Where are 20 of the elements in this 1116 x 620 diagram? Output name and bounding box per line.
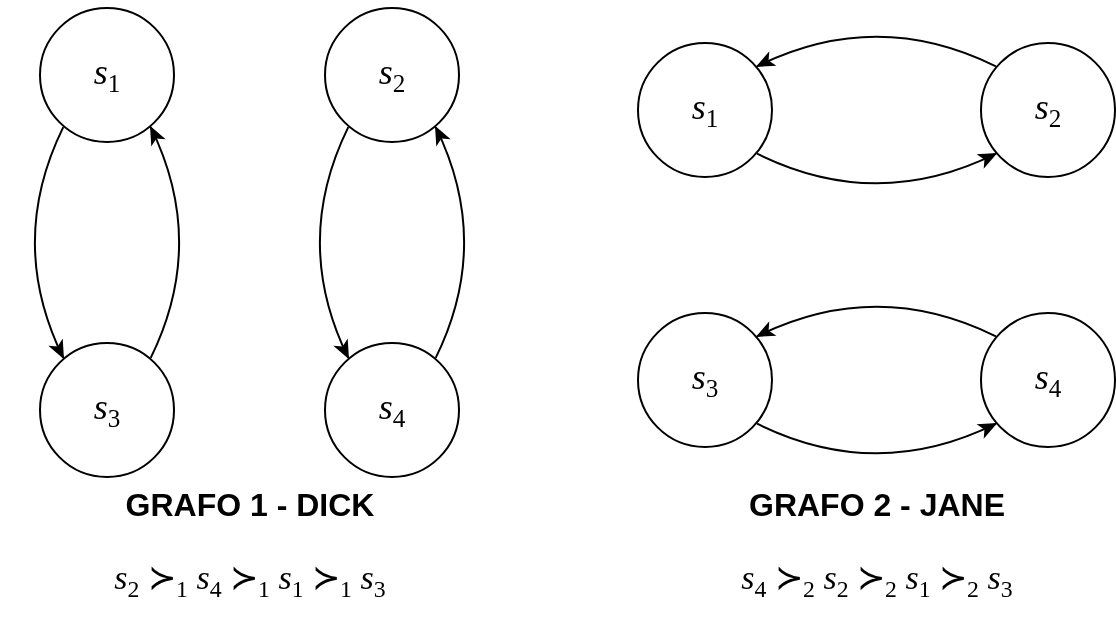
arrow (318, 126, 350, 360)
state-circle: s$_{3}$ (637, 312, 773, 448)
graph-title: GRAFO 2 - JANE (749, 487, 1005, 524)
state-circle: s$_{2}$ (324, 7, 460, 143)
state-circle: s$_{4}$ (324, 342, 460, 478)
arrow (755, 305, 997, 338)
arrow (756, 152, 998, 185)
preference-order: s$_{2}$ ≻$_{1}$ s$_{4}$ ≻$_{1}$ s$_{1}$ ≻$_{1}$ s$_{3}$ (114, 558, 386, 603)
arrow (756, 422, 998, 455)
state-circle: s$_{2}$ (980, 42, 1116, 178)
arrow (755, 35, 997, 68)
state-circle: s$_{1}$ (637, 42, 773, 178)
arrow (434, 125, 466, 359)
arrow (149, 125, 181, 359)
preference-order: s$_{4}$ ≻$_{2}$ s$_{2}$ ≻$_{2}$ s$_{1}$ ≻$_{2}$ s$_{3}$ (741, 558, 1013, 603)
graph-title: GRAFO 1 - DICK (125, 487, 375, 524)
state-circle: s$_{3}$ (39, 342, 175, 478)
arrow (33, 126, 65, 360)
state-circle: s$_{4}$ (980, 312, 1116, 448)
state-circle: s$_{1}$ (39, 7, 175, 143)
